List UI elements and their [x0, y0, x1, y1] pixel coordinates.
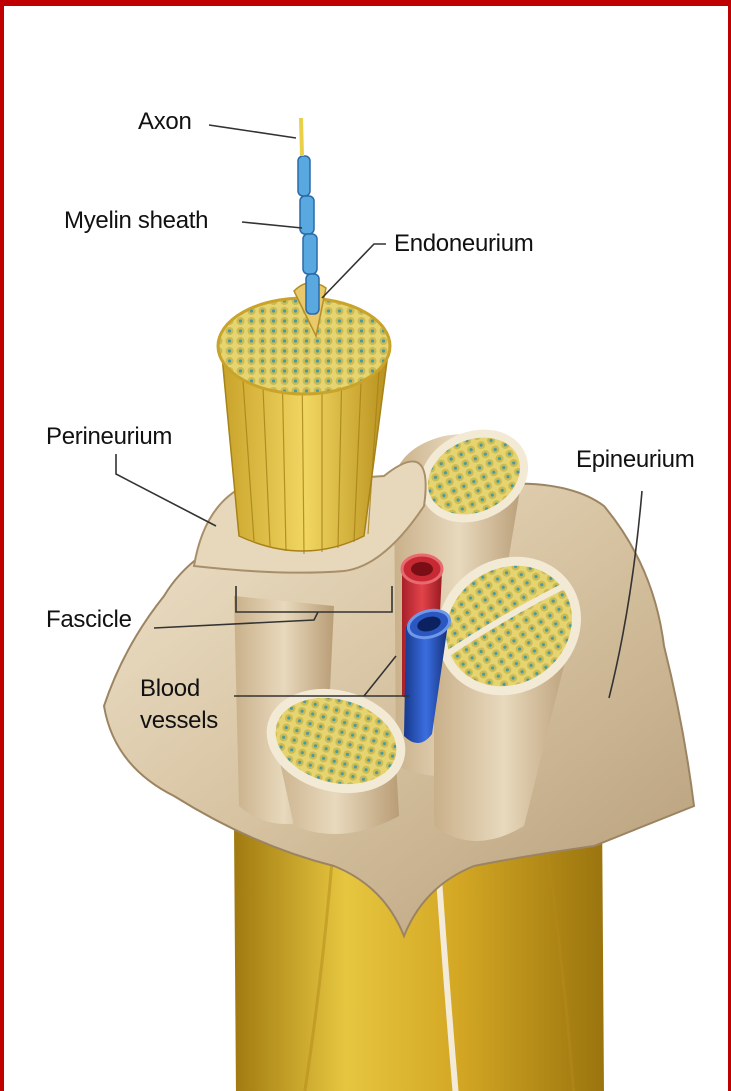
- label-blood-vessels-line2: vessels: [140, 708, 218, 734]
- nerve-illustration: [4, 6, 731, 1091]
- label-perineurium: Perineurium: [46, 424, 172, 450]
- label-fascicle: Fascicle: [46, 607, 132, 633]
- label-epineurium: Epineurium: [576, 447, 694, 473]
- label-blood-vessels-line1: Blood: [140, 676, 200, 702]
- label-endoneurium: Endoneurium: [394, 231, 533, 257]
- axon: [301, 118, 302, 156]
- label-axon: Axon: [138, 109, 192, 135]
- label-myelin-sheath: Myelin sheath: [64, 208, 208, 234]
